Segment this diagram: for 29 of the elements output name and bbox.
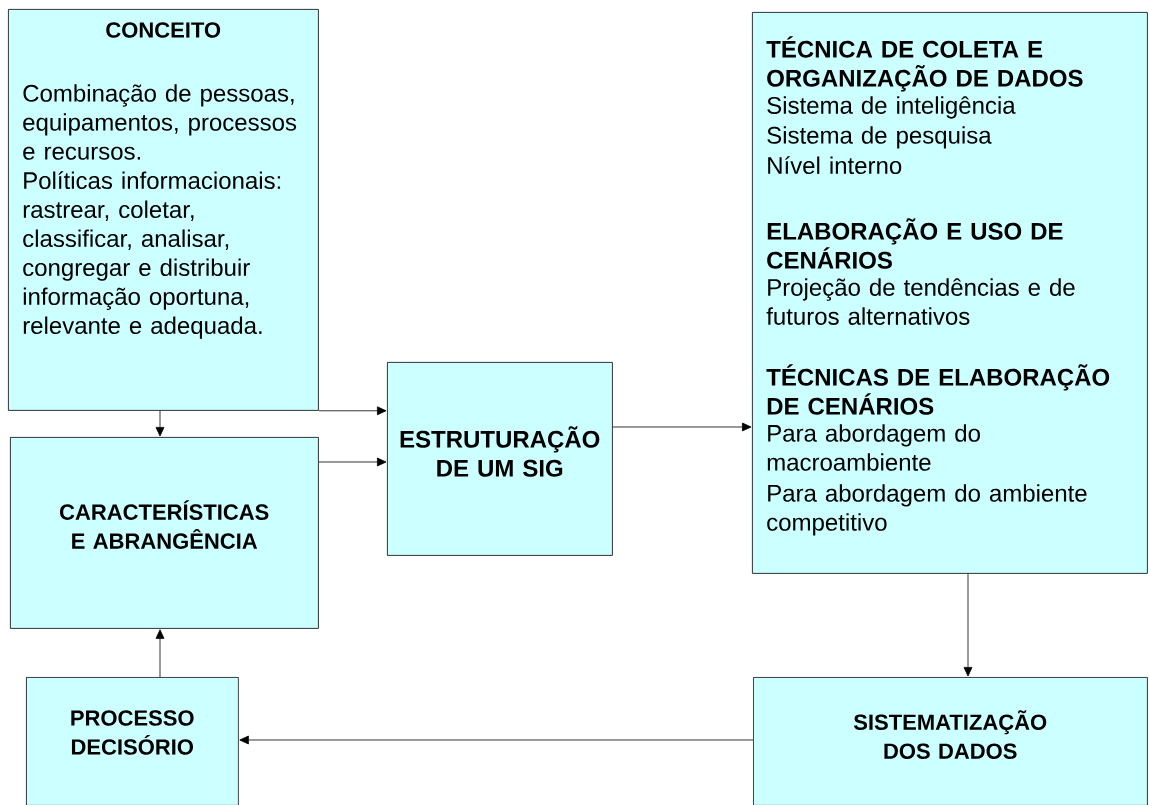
arrow (963, 573, 973, 677)
heading: SISTEMATIZAÇÃO DOS DADOS (853, 710, 1047, 759)
body-text: Projeção de tendências e de futuros alternativos (766, 278, 1075, 325)
heading: ELABORAÇÃO E USO DE CENÁRIOS (767, 218, 1063, 269)
process-box (387, 362, 613, 556)
process-box (8, 9, 319, 411)
arrow (318, 457, 387, 467)
arrow (318, 406, 387, 416)
heading: CONCEITO (106, 22, 221, 38)
process-box (752, 12, 1148, 574)
process-box (26, 677, 239, 805)
heading: ESTRUTURAÇÃO DE UM SIG (400, 426, 600, 477)
body-text: Nível interno (768, 156, 902, 175)
heading: CARACTERÍSTICAS E ABRANGÊNCIA (60, 500, 269, 549)
heading: PROCESSO DECISÓRIO (71, 710, 194, 755)
arrow (239, 735, 754, 745)
arrow (612, 422, 752, 432)
heading: TÉCNICAS DE ELABORAÇÃO DE CENÁRIOS (766, 364, 1110, 415)
body-text: Para abordagem do macroambiente (767, 424, 980, 471)
process-box (753, 677, 1148, 805)
body-text: Sistema de pesquisa (767, 126, 992, 149)
arrow (155, 410, 165, 437)
heading: TÉCNICA DE COLETA E ORGANIZAÇÃO DE DADOS (766, 36, 1083, 92)
process-box (10, 437, 319, 629)
body-text: Para abordagem do ambiente competitivo (767, 484, 1087, 536)
arrow (155, 629, 165, 678)
body-text: Combinação de pessoas, equipamentos, processos e recursos. (23, 84, 297, 160)
body-text: Sistema de inteligência (767, 96, 1016, 119)
body-text: Políticas informacionais: rastrear, coletar, classificar, analisar, congregar e distribuir informação oportuna, relevante e adequada. (23, 171, 281, 339)
